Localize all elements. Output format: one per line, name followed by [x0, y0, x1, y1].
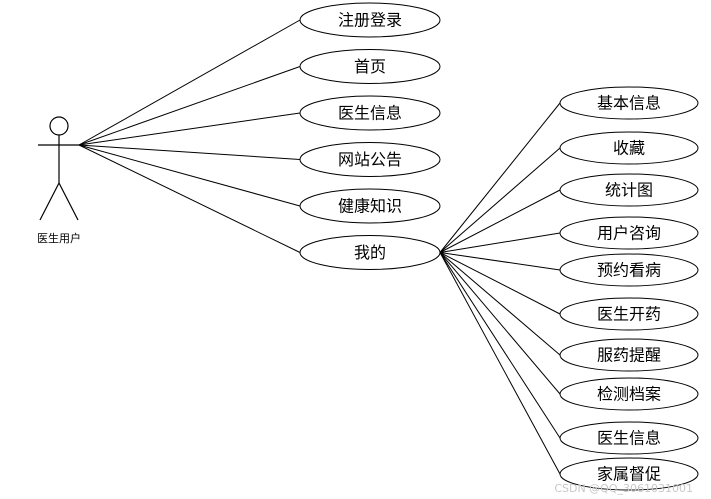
use-case-top-label-4: 健康知识	[338, 197, 402, 216]
use-case-top-label-2: 医生信息	[338, 104, 402, 123]
use-case-top-2: 医生信息	[299, 95, 441, 131]
use-case-sub-1: 收藏	[559, 131, 699, 165]
use-case-sub-label-5: 医生开药	[597, 305, 661, 324]
edge-my-to-sub-7	[439, 252, 561, 395]
edge-actor-to-top-2	[78, 112, 301, 146]
use-case-top-label-0: 注册登录	[338, 11, 402, 30]
use-case-sub-ellipse-4	[559, 253, 699, 287]
use-case-top-ellipse-1	[299, 49, 441, 84]
use-case-sub-8: 医生信息	[559, 421, 699, 455]
use-case-sub-ellipse-9	[559, 457, 699, 491]
use-case-sub-ellipse-7	[559, 377, 699, 411]
use-case-top-ellipse-5	[299, 235, 441, 270]
edge-actor-to-top-0	[78, 19, 301, 146]
actor-head	[49, 116, 69, 136]
edge-actor-to-top-1	[78, 66, 301, 146]
use-case-top-label-3: 网站公告	[338, 150, 402, 169]
use-case-sub-ellipse-0	[559, 86, 699, 120]
edge-my-to-sub-1	[439, 147, 561, 253]
use-case-sub-ellipse-8	[559, 421, 699, 455]
edge-actor-to-top-5	[78, 144, 301, 253]
edge-my-to-sub-8	[439, 252, 561, 439]
edge-my-to-sub-4	[439, 252, 561, 271]
use-case-sub-3: 用户咨询	[559, 216, 699, 250]
actor-left-leg	[39, 182, 60, 221]
use-case-sub-7: 检测档案	[559, 377, 699, 411]
edge-actor-to-top-4	[78, 144, 301, 207]
use-case-sub-label-7: 检测档案	[597, 385, 661, 404]
use-case-top-5: 我的	[299, 235, 441, 270]
use-case-top-ellipse-4	[299, 188, 441, 224]
watermark: CSDN @QQ_3061031001	[554, 482, 693, 495]
use-case-sub-6: 服药提醒	[559, 338, 699, 372]
use-case-top-label-1: 首页	[354, 57, 386, 76]
use-case-sub-ellipse-3	[559, 216, 699, 250]
edge-my-to-sub-6	[439, 252, 561, 356]
use-case-sub-0: 基本信息	[559, 86, 699, 120]
use-case-sub-label-2: 统计图	[605, 181, 653, 200]
use-case-sub-label-6: 服药提醒	[597, 346, 661, 365]
use-case-sub-label-0: 基本信息	[597, 94, 661, 113]
use-case-top-4: 健康知识	[299, 188, 441, 224]
use-case-top-ellipse-2	[299, 95, 441, 131]
use-case-top-1: 首页	[299, 49, 441, 84]
edge-my-to-sub-9	[439, 252, 561, 475]
use-case-sub-9: 家属督促	[559, 457, 699, 491]
edge-actor-to-top-3	[78, 144, 301, 160]
use-case-sub-2: 统计图	[559, 173, 699, 207]
actor-label: 医生用户	[37, 231, 81, 245]
use-case-sub-label-8: 医生信息	[597, 429, 661, 448]
use-case-top-3: 网站公告	[299, 142, 441, 177]
use-case-sub-ellipse-5	[559, 297, 699, 331]
use-case-sub-ellipse-2	[559, 173, 699, 207]
actor-doctor-user: 医生用户	[37, 116, 81, 245]
actor-right-leg	[58, 182, 79, 221]
edge-my-to-sub-5	[439, 252, 561, 315]
edge-my-to-sub-3	[439, 232, 561, 253]
use-case-top-ellipse-3	[299, 142, 441, 177]
use-case-sub-ellipse-1	[559, 131, 699, 165]
edges-layer	[78, 19, 561, 475]
edge-my-to-sub-0	[439, 102, 561, 253]
use-case-sub-4: 预约看病	[559, 253, 699, 287]
use-case-top-0: 注册登录	[299, 2, 441, 38]
use-case-sub-label-4: 预约看病	[597, 261, 661, 280]
use-case-sub-label-3: 用户咨询	[597, 224, 661, 243]
edge-my-to-sub-2	[439, 189, 561, 253]
use-case-top-ellipse-0	[299, 2, 441, 38]
use-case-sub-label-9: 家属督促	[597, 465, 661, 484]
use-case-sub-label-1: 收藏	[613, 139, 645, 158]
use-case-top-label-5: 我的	[354, 243, 386, 262]
use-case-sub-ellipse-6	[559, 338, 699, 372]
use-case-sub-5: 医生开药	[559, 297, 699, 331]
